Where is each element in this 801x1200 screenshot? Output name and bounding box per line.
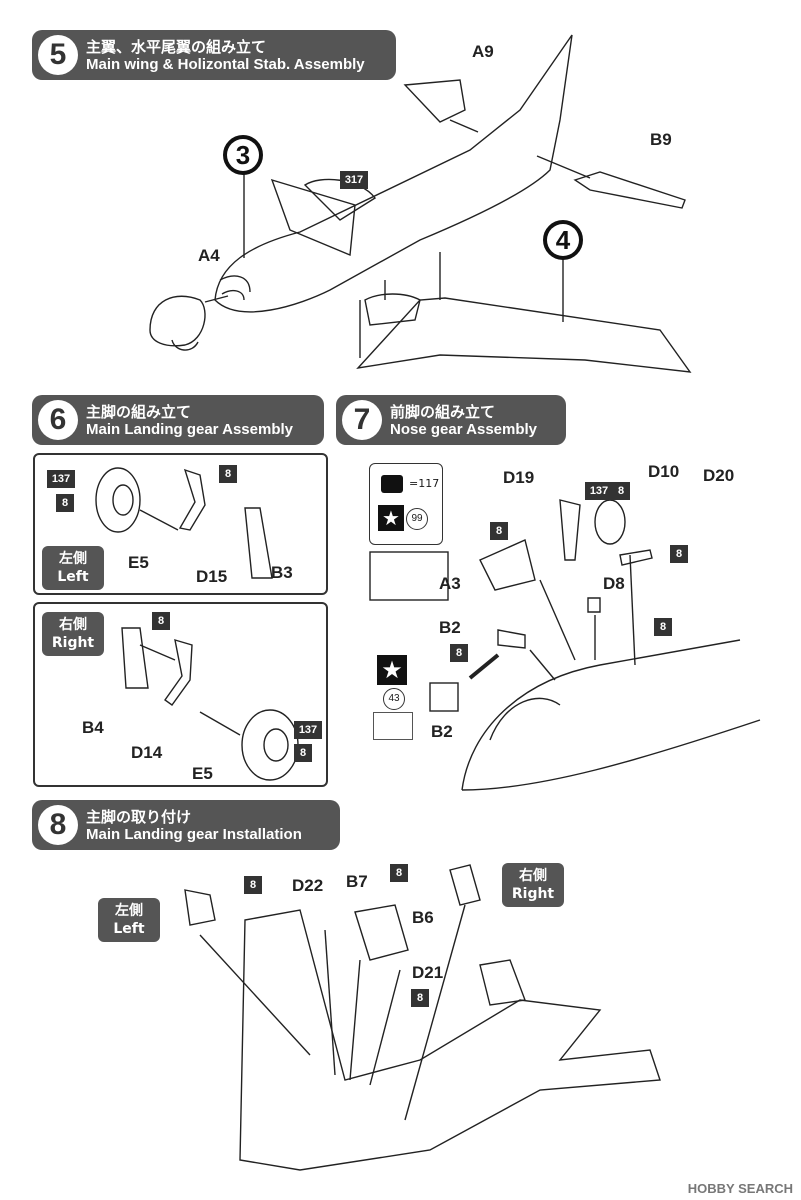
part-label-d15: D15 [196, 567, 228, 586]
color-code-8: 8 [390, 864, 408, 882]
part-label-d22: D22 [292, 876, 324, 895]
step-number: 7 [342, 400, 382, 440]
part-label-a4: A4 [198, 246, 220, 265]
part-a4-shape [149, 295, 206, 347]
airframe-step8 [239, 909, 661, 1171]
side-tag-right: 右側 Right [42, 612, 104, 656]
color-code-137: 137 [294, 721, 322, 739]
ref-step-3-badge: 3 [223, 135, 263, 175]
part-label-e5: E5 [128, 553, 149, 572]
ref-step-4-badge: 4 [543, 220, 583, 260]
part-label-a3: A3 [439, 574, 461, 593]
side-tag-left: 左側 Left [42, 546, 104, 590]
decal-number-99: 99 [406, 508, 428, 530]
nose-wheel [594, 499, 626, 545]
side-tag-en: Right [51, 635, 95, 651]
right-gear-panel [33, 602, 328, 787]
step7-header: 7 前脚の組み立て Nose gear Assembly [336, 395, 566, 445]
color-code-8: 8 [670, 545, 688, 563]
part-label-d14: D14 [131, 743, 163, 762]
part-label-d19: D19 [503, 468, 535, 487]
step-title-jp: 主脚の取り付け [86, 808, 192, 826]
step-title-en: Nose gear Assembly [390, 421, 538, 438]
side-tag-jp: 右側 [59, 617, 87, 633]
color-code-137: 137 [47, 470, 75, 488]
side-tag-jp: 左側 [115, 903, 143, 919]
part-label-b6: B6 [412, 908, 434, 927]
step-title-en: Main wing & Holizontal Stab. Assembly [86, 56, 365, 73]
side-tag-left: 左側 Left [98, 898, 160, 942]
wheel-left [95, 467, 141, 533]
main-wing [356, 297, 692, 373]
decal-legend [369, 463, 443, 545]
side-tag-en: Right [511, 886, 555, 902]
side-tag-jp: 左側 [59, 551, 87, 567]
part-label-b3: B3 [271, 563, 293, 582]
step6-header: 6 主脚の組み立て Main Landing gear Assembly [32, 395, 324, 445]
part-a9-shape [403, 79, 466, 123]
part-label-a9: A9 [472, 42, 494, 61]
step8-header: 8 主脚の取り付け Main Landing gear Installation [32, 800, 340, 850]
color-code-317: 317 [340, 171, 368, 189]
part-label-b7: B7 [346, 872, 368, 891]
step-title-en: Main Landing gear Assembly [86, 421, 293, 438]
part-label-d21: D21 [412, 963, 444, 982]
part-label-d20: D20 [703, 466, 735, 485]
part-label-b2: B2 [431, 722, 453, 741]
color-code-8: 8 [654, 618, 672, 636]
star-icon: ★ [378, 505, 404, 531]
color-code-137: 137 [585, 482, 613, 500]
side-tag-en: Left [57, 569, 89, 585]
part-b9-shape [573, 171, 686, 209]
color-code-8: 8 [411, 989, 429, 1007]
step-number: 6 [38, 400, 78, 440]
legend-symbol: =117 [409, 477, 440, 490]
decal-sheet-icon [373, 712, 413, 740]
step-title-en: Main Landing gear Installation [86, 826, 302, 843]
color-code-8: 8 [244, 876, 262, 894]
color-code-8: 8 [152, 612, 170, 630]
step-title-jp: 主翼、水平尾翼の組み立て [86, 38, 267, 56]
watermark: HOBBY SEARCH [687, 1181, 793, 1196]
side-tag-right: 右側 Right [502, 863, 564, 907]
left-gear-panel [33, 453, 328, 595]
step-number: 5 [38, 35, 78, 75]
color-code-8: 8 [612, 482, 630, 500]
ref-step-3-number: 3 [227, 139, 259, 171]
part-label-d8: D8 [603, 574, 625, 593]
step-title-jp: 主脚の組み立て [86, 403, 192, 421]
ref-step-4-number: 4 [547, 224, 579, 256]
hinomaru-icon [381, 475, 403, 493]
step5-header: 5 主翼、水平尾翼の組み立て Main wing & Holizontal St… [32, 30, 396, 80]
part-label-b4: B4 [82, 718, 104, 737]
color-code-8: 8 [219, 465, 237, 483]
part-label-d10: D10 [648, 462, 680, 481]
side-tag-en: Left [113, 921, 145, 937]
part-label-e5: E5 [192, 764, 213, 783]
decal-number-43: 43 [383, 688, 405, 710]
side-tag-jp: 右側 [519, 868, 547, 884]
color-code-8: 8 [294, 744, 312, 762]
part-label-b2: B2 [439, 618, 461, 637]
color-code-8: 8 [490, 522, 508, 540]
step-title-jp: 前脚の組み立て [390, 403, 496, 421]
star-decal-icon: ★ [377, 655, 407, 685]
color-code-8: 8 [450, 644, 468, 662]
part-label-b9: B9 [650, 130, 672, 149]
fuselage-outline [214, 34, 573, 313]
color-code-8: 8 [56, 494, 74, 512]
step-number: 8 [38, 805, 78, 845]
